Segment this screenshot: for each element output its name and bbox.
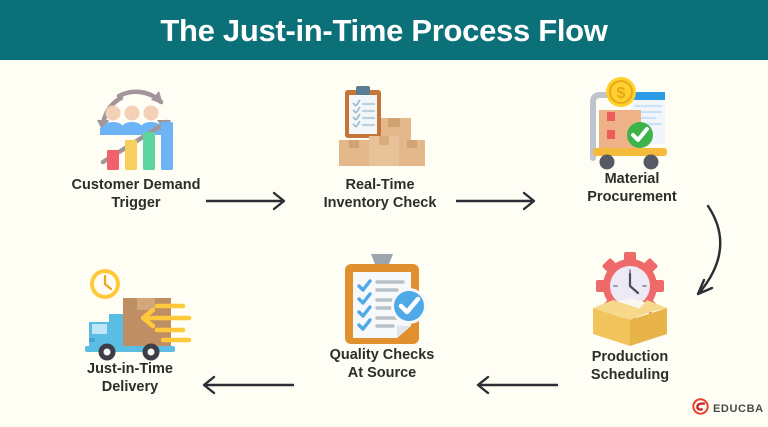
flow-step-material-procurement: $ Material Procurement <box>542 72 722 206</box>
gear-clock-box-icon <box>575 250 685 346</box>
delivery-truck-clock-icon <box>75 262 192 361</box>
svg-text:$: $ <box>617 85 626 102</box>
flow-step-customer-demand-trigger: Customer Demand Trigger <box>46 78 226 212</box>
arrow-quality-to-delivery <box>196 372 296 403</box>
flow-step-label: Customer Demand Trigger <box>71 177 201 211</box>
educba-logo-text: EDUCBA <box>713 403 764 415</box>
page-title: The Just-in-Time Process Flow <box>160 12 608 48</box>
flow-step-quality-checks-at-source: Quality Checks At Source <box>292 248 472 382</box>
educba-logo-mark-icon <box>692 398 709 420</box>
hand-truck-invoice-coin-icon: $ <box>577 72 687 170</box>
flow-step-label: Real-Time Inventory Check <box>323 177 437 211</box>
arrow-inventory-to-procurement <box>454 188 544 219</box>
arrow-production-to-quality <box>470 372 560 403</box>
arrow-demand-to-inventory <box>204 188 294 219</box>
flow-step-label: Material Procurement <box>587 171 677 205</box>
flow-step-just-in-time-delivery: Just-in-Time Delivery <box>40 262 220 396</box>
flow-step-label: Just-in-Time Delivery <box>87 361 173 395</box>
flow-step-production-scheduling: Production Scheduling <box>540 250 720 384</box>
clipboard-boxes-icon <box>325 78 435 173</box>
flow-step-real-time-inventory-check: Real-Time Inventory Check <box>290 78 470 212</box>
people-bar-chart-growth-icon <box>81 78 191 173</box>
clipboard-checklist-badge-icon <box>327 248 437 344</box>
title-band: The Just-in-Time Process Flow <box>0 0 768 60</box>
educba-logo[interactable]: EDUCBA <box>692 398 764 420</box>
flow-step-label: Production Scheduling <box>590 349 670 383</box>
flow-step-label: Quality Checks At Source <box>329 347 435 381</box>
arrow-procurement-to-production <box>674 200 754 313</box>
